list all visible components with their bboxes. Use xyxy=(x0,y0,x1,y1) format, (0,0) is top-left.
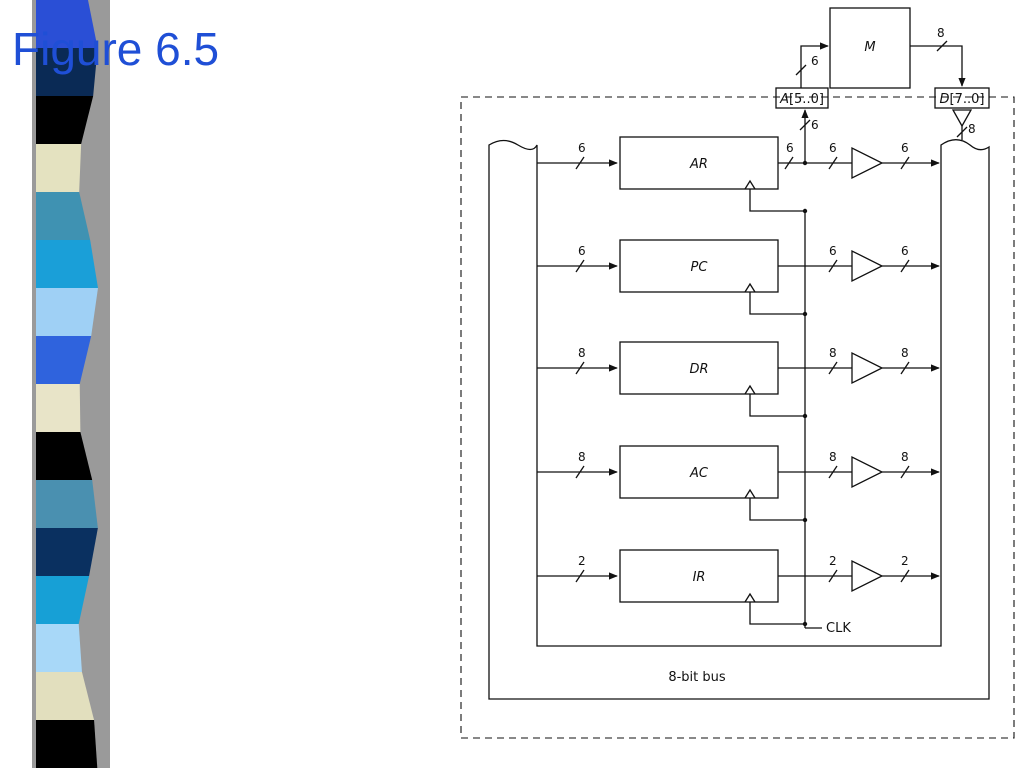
register-input-width: 6 xyxy=(578,141,586,155)
stripe-band xyxy=(36,624,82,672)
slide-title: Figure 6.5 xyxy=(12,23,220,75)
bus-label: 8-bit bus xyxy=(668,670,726,685)
bus-drive-width: 2 xyxy=(901,554,909,568)
stripe-band xyxy=(36,0,98,48)
register-input-width: 8 xyxy=(578,450,586,464)
stripe-band xyxy=(36,192,91,240)
cpu-boundary xyxy=(460,96,1015,739)
register-output-width: 8 xyxy=(829,346,837,360)
bus-outline xyxy=(488,139,990,700)
stripe-band xyxy=(36,240,98,288)
clock-input-triangle xyxy=(744,179,756,190)
bus-drive-width: 8 xyxy=(901,450,909,464)
stripe-band xyxy=(36,96,94,144)
tristate-buffer xyxy=(851,249,884,283)
register-input-width: 2 xyxy=(578,554,586,568)
data-port-box xyxy=(934,87,990,109)
stripe-band xyxy=(36,672,95,720)
data-bus-width: 8 xyxy=(968,122,976,136)
bus-drive-width: 6 xyxy=(901,244,909,258)
address-port-box xyxy=(775,87,829,109)
bus-drive-width: 6 xyxy=(901,141,909,155)
ar-address-width: 6 xyxy=(811,118,819,132)
register-input-width: 8 xyxy=(578,346,586,360)
memory-box xyxy=(829,7,911,89)
clock-branch xyxy=(749,394,805,417)
stripe-band xyxy=(36,288,98,336)
data-buffer xyxy=(951,109,973,128)
register-output-width: 6 xyxy=(829,244,837,258)
bus-drive-width: 8 xyxy=(901,346,909,360)
tristate-buffer xyxy=(851,559,884,593)
stripe-band xyxy=(36,720,98,768)
address-to-memory-line xyxy=(800,42,829,88)
register-output-width: 2 xyxy=(829,554,837,568)
decorative-stripe xyxy=(32,0,110,768)
clock-input-triangle xyxy=(744,384,756,395)
address-port-label: A[5..0] xyxy=(779,92,824,107)
stripe-band xyxy=(36,528,98,576)
stripe-band xyxy=(36,384,81,432)
ar-output-width: 6 xyxy=(786,141,794,155)
tristate-buffer xyxy=(851,455,884,489)
clock-input-triangle xyxy=(744,282,756,293)
clock-input-triangle xyxy=(744,592,756,603)
register-name: AC xyxy=(689,466,709,481)
register-name: DR xyxy=(689,362,708,377)
register-name: AR xyxy=(689,157,708,172)
clock-branch xyxy=(749,498,805,521)
memory-data-width: 8 xyxy=(937,26,945,40)
clock-branch xyxy=(749,602,805,625)
stripe-band xyxy=(36,480,98,528)
data-port-label: D[7..0] xyxy=(940,92,985,107)
memory-address-width: 6 xyxy=(811,54,819,68)
tristate-buffer xyxy=(851,351,884,385)
register-name: IR xyxy=(693,570,706,585)
stripe-band xyxy=(36,48,98,96)
clock-branch xyxy=(749,292,805,315)
tristate-buffer xyxy=(851,146,884,180)
memory-label: M xyxy=(864,40,875,55)
register-name: PC xyxy=(691,260,709,275)
register-input-width: 6 xyxy=(578,244,586,258)
stripe-band xyxy=(36,432,93,480)
register-output-width: 8 xyxy=(829,450,837,464)
clock-branch xyxy=(749,189,805,212)
register-output-width: 6 xyxy=(829,141,837,155)
stripe-band xyxy=(36,144,82,192)
memory-to-data-line xyxy=(910,45,966,87)
stripe-band xyxy=(36,336,92,384)
clock-input-triangle xyxy=(744,488,756,499)
clock-label: CLK xyxy=(826,621,851,636)
stripe-band xyxy=(36,576,90,624)
